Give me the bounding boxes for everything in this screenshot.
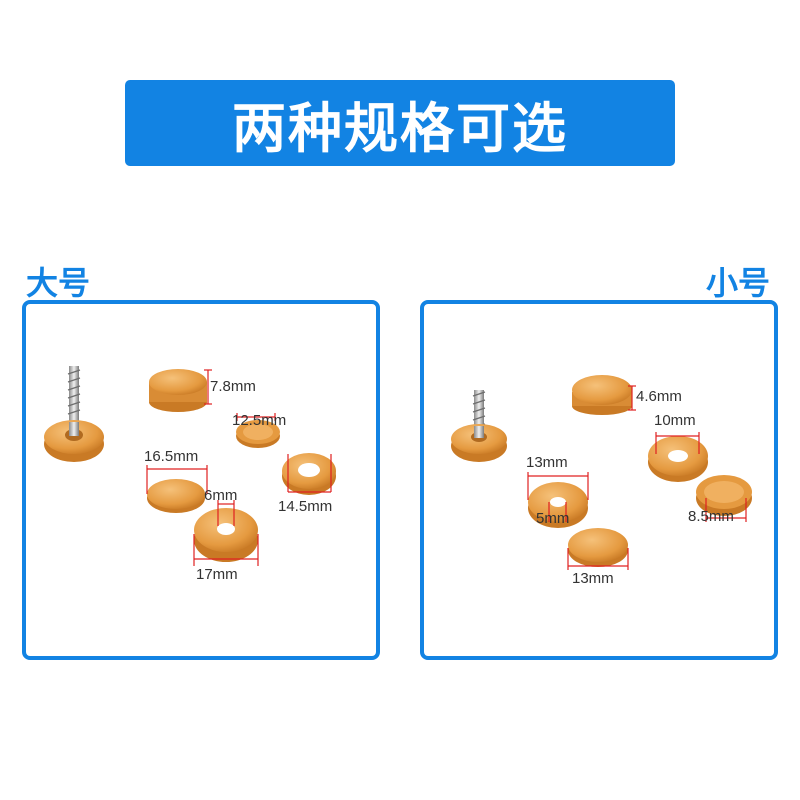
dim-washer-outer: 14.5mm	[278, 498, 333, 515]
title-banner: 两种规格可选	[125, 80, 675, 166]
dim-cap: 13mm	[572, 570, 614, 587]
screw-with-cap-base	[44, 366, 104, 462]
dim-inner: 12.5mm	[232, 412, 287, 429]
banner-title: 两种规格可选	[232, 96, 568, 160]
cap-side-view	[572, 375, 636, 415]
small-product-illustration	[451, 375, 752, 570]
dim-height: 4.6mm	[636, 388, 682, 405]
washer-ring	[282, 453, 336, 495]
screw-with-cap-base	[451, 390, 507, 462]
dim-washer-outer: 8.5mm	[688, 508, 734, 525]
small-size-panel: 4.6mm 10mm 13mm 5mm 13mm 8.5mm	[420, 300, 778, 660]
hinged-washer-ring	[648, 432, 708, 482]
dim-height: 7.8mm	[210, 378, 256, 395]
cap-top-view	[567, 528, 629, 570]
cap-side-view	[149, 369, 212, 412]
dim-inner: 10mm	[654, 412, 696, 429]
open-cap	[696, 475, 752, 522]
dim-base-dia: 17mm	[196, 566, 238, 583]
large-size-panel: 7.8mm 12.5mm 16.5mm 6mm 14.5mm 17mm	[22, 300, 380, 660]
cap-base-with-hole	[193, 500, 259, 566]
dim-washer: 13mm	[526, 454, 568, 471]
dim-hole: 5mm	[536, 510, 570, 527]
small-size-label: 小号	[706, 264, 771, 302]
cap-top-view	[146, 465, 208, 513]
large-size-label: 大号	[26, 264, 91, 302]
dim-cap-dia: 16.5mm	[144, 448, 199, 465]
dim-hole: 6mm	[204, 487, 238, 504]
washer-with-hole	[527, 472, 589, 528]
hinged-cap-open	[236, 413, 280, 448]
large-product-illustration	[44, 366, 336, 566]
